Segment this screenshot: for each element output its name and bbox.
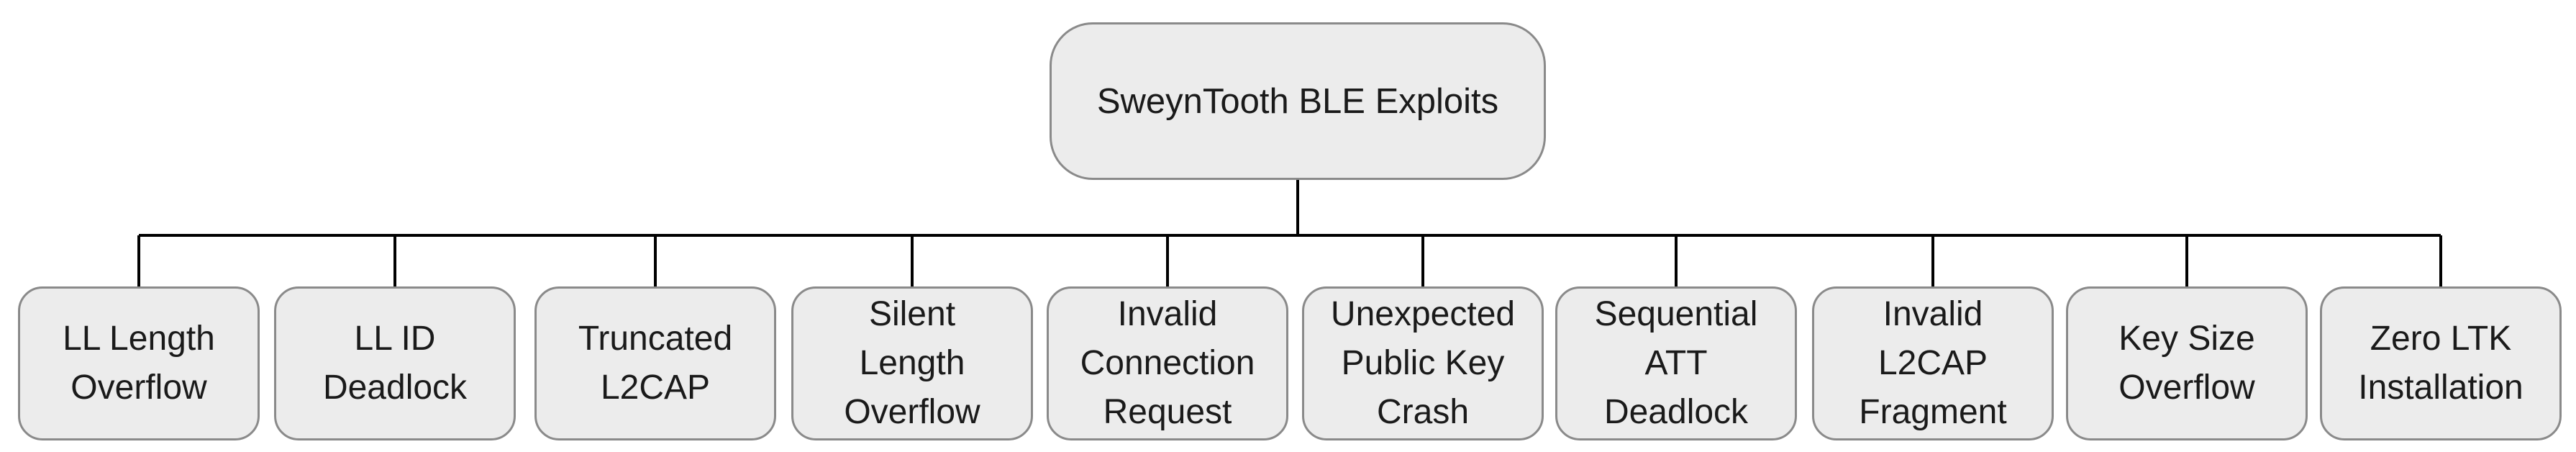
node-invalid-connection-request: Invalid Connection Request [1047, 286, 1288, 440]
root-node: SweynTooth BLE Exploits [1050, 22, 1546, 180]
node-label: Invalid Connection Request [1080, 295, 1255, 431]
node-truncated-l2cap: Truncated L2CAP [534, 286, 776, 440]
node-label: Sequential ATT Deadlock [1594, 295, 1758, 431]
root-label: SweynTooth BLE Exploits [1096, 81, 1499, 121]
node-zero-ltk-installation: Zero LTK Installation [2320, 286, 2562, 440]
node-unexpected-public-key-crash: Unexpected Public Key Crash [1302, 286, 1544, 440]
node-label: Silent Length Overflow [844, 295, 980, 431]
node-silent-length-overflow: Silent Length Overflow [791, 286, 1033, 440]
node-label: Zero LTK Installation [2358, 320, 2523, 407]
node-ll-length-overflow: LL Length Overflow [18, 286, 260, 440]
node-label: LL Length Overflow [63, 320, 215, 407]
node-label: LL ID Deadlock [322, 320, 468, 407]
node-label: Truncated L2CAP [578, 320, 733, 407]
node-ll-id-deadlock: LL ID Deadlock [274, 286, 516, 440]
node-sequential-att-deadlock: Sequential ATT Deadlock [1555, 286, 1797, 440]
node-key-size-overflow: Key Size Overflow [2066, 286, 2308, 440]
node-invalid-l2cap-fragment: Invalid L2CAP Fragment [1812, 286, 2054, 440]
node-label: Unexpected Public Key Crash [1330, 295, 1516, 431]
node-label: Invalid L2CAP Fragment [1859, 295, 2007, 431]
node-label: Key Size Overflow [2118, 320, 2255, 407]
